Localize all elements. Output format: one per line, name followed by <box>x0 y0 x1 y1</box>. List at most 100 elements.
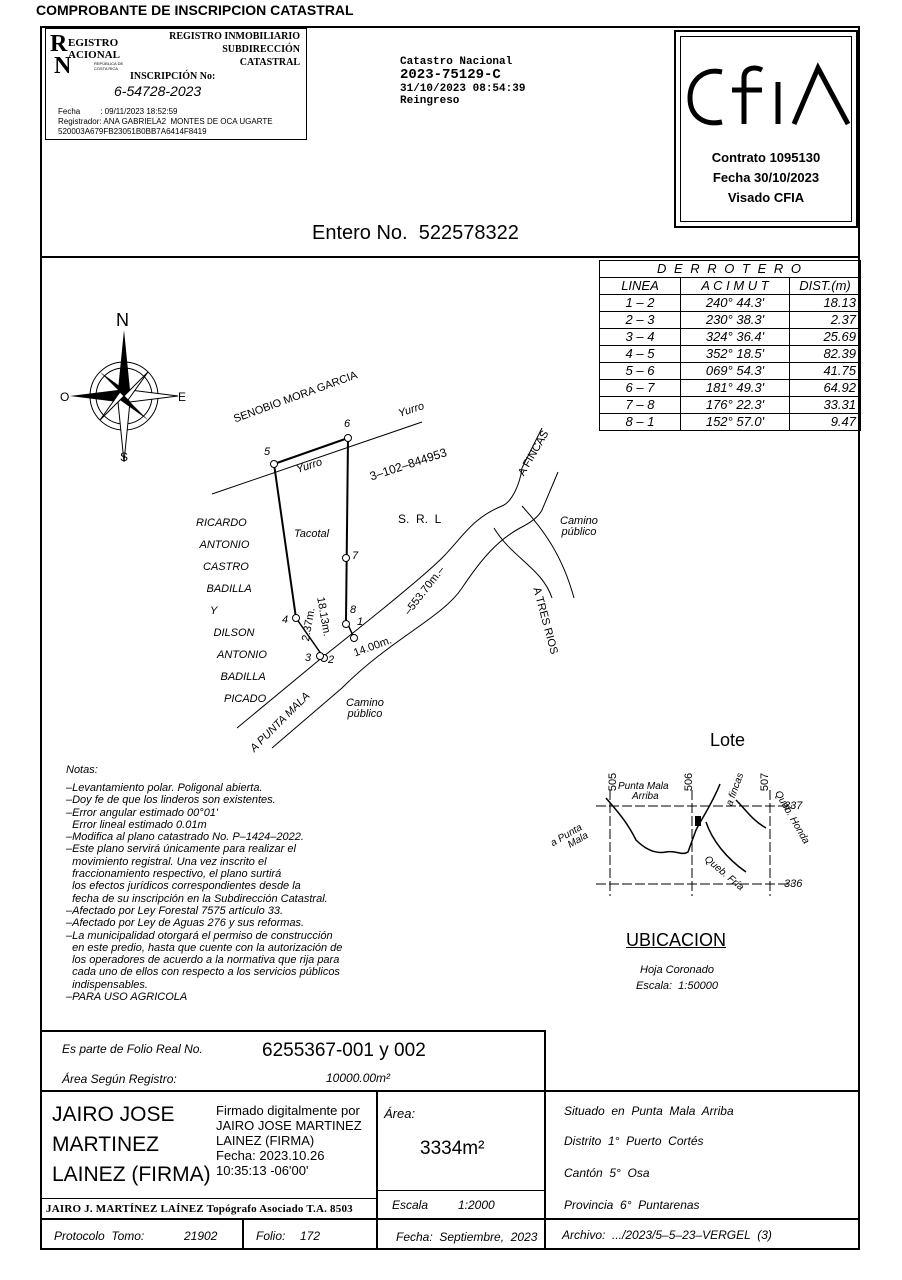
neighbor-west-line: CASTRO <box>203 561 249 573</box>
derrotero-cell: 82.39 <box>789 345 861 363</box>
map-grid-337: 337 <box>784 800 803 812</box>
hoja-label: Hoja Coronado <box>640 964 714 976</box>
compass-n: N <box>116 310 129 330</box>
cfia-fecha: Fecha 30/10/2023 <box>712 170 820 185</box>
point-label: 6 <box>344 418 351 430</box>
point-label: 3 <box>305 652 312 664</box>
neighbor-west-line: Y <box>210 605 218 617</box>
fecha-footer: Fecha: Septiembre, 2023 <box>396 1230 538 1244</box>
neighbor-west-line: BADILLA <box>206 583 252 595</box>
area-value: 3334m² <box>420 1138 485 1159</box>
neighbor-west-line: PICADO <box>224 693 267 705</box>
protocolo-label: Protocolo Tomo: <box>54 1229 145 1243</box>
catastro-status: Reingreso <box>400 95 460 107</box>
derrotero-cell: 3 – 4 <box>599 328 681 346</box>
folio-footer-label: Folio: <box>256 1229 286 1243</box>
point-label: 1 <box>357 616 364 628</box>
derrotero-title: D E R R O T E R O <box>599 260 861 278</box>
map-punta-mala-label: Punta Mala <box>618 781 669 792</box>
signer-name-line: MARTINEZ <box>52 1133 159 1156</box>
camino-label: Camino <box>560 515 598 527</box>
sig-line: JAIRO JOSE MARTINEZ <box>216 1118 362 1133</box>
area-label: Área: <box>384 1106 416 1121</box>
svg-text:R: R <box>50 31 68 57</box>
publico-label: público <box>347 708 383 720</box>
canton: Cantón 5° Osa <box>564 1166 650 1180</box>
situado: Situado en Punta Mala Arriba <box>564 1104 734 1118</box>
derrotero-cell: 33.31 <box>789 396 861 414</box>
derrotero-cell: 352° 18.5' <box>680 345 790 363</box>
logo-line1: EGISTRO <box>68 37 119 49</box>
main-frame <box>40 26 860 1250</box>
digital-signature: Firmado digitalmente por JAIRO JOSE MART… <box>216 1103 362 1178</box>
signer-name-line: JAIRO JOSE <box>52 1103 175 1126</box>
cfia-visado: Visado CFIA <box>727 190 805 205</box>
derrotero-cell: 6 – 7 <box>599 379 681 397</box>
derrotero-cell: 152° 57.0' <box>680 413 790 431</box>
lote-label: Lote <box>710 730 746 750</box>
sig-line: LAINEZ (FIRMA) <box>216 1133 315 1148</box>
company-srl: S. R. L <box>398 512 442 526</box>
divider-escala <box>376 1190 546 1191</box>
neighbor-west-line: RICARDO <box>196 517 247 529</box>
stamp-fecha: Fecha : 09/11/2023 18:52:59 <box>58 107 178 116</box>
derrotero-cell: 2.37 <box>789 311 861 329</box>
sig-line: Fecha: 2023.10.26 <box>216 1148 325 1163</box>
ubicacion-title: UBICACION <box>626 930 727 950</box>
escala-label: Escala <box>392 1198 429 1212</box>
cfia-contrato: Contrato 1095130 <box>711 150 821 165</box>
notes-list: –Levantamiento polar. Poligonal abierta.… <box>66 782 343 1004</box>
stamp-registrador: Registrador: ANA GABRIELA2 MONTES DE OCA… <box>58 117 273 126</box>
point-label: 5 <box>264 446 271 458</box>
catastro-line1: Catastro Nacional <box>400 56 513 68</box>
map-grid-507: 507 <box>759 772 772 792</box>
compass-s: S <box>120 450 129 464</box>
area-registro-value: 10000.00m² <box>326 1071 391 1085</box>
divider-vertical-right <box>544 1030 546 1250</box>
distrito: Distrito 1° Puerto Cortés <box>564 1134 704 1148</box>
divider-vertical-mid <box>376 1090 378 1250</box>
protocolo-value: 21902 <box>184 1229 218 1243</box>
stamp-hash: 520003A679FB23051B0BB7A6414F8419 <box>58 127 207 136</box>
inscripcion-number: 6-54728-2023 <box>114 83 202 99</box>
escala-value: 1:2000 <box>458 1198 495 1212</box>
map-arriba-label: Arriba <box>632 791 659 802</box>
logo-small: REPÚBLICA DE COSTA RICA <box>94 61 124 71</box>
map-grid-506: 506 <box>683 772 696 792</box>
signer-name: JAIRO JOSE MARTINEZ LAINEZ (FIRMA) <box>52 1100 211 1190</box>
derrotero-cell: 240° 44.3' <box>680 294 790 312</box>
point-label: 2 <box>328 654 335 666</box>
cfia-logo <box>687 62 851 126</box>
divider-vertical-footer <box>242 1218 244 1250</box>
sig-line: Firmado digitalmente por <box>216 1103 360 1118</box>
folio-footer-value: 172 <box>300 1229 321 1243</box>
point-label: 4 <box>282 614 289 626</box>
derrotero-cell: 5 – 6 <box>599 362 681 380</box>
neighbor-west-line: ANTONIO <box>199 539 250 551</box>
location-map <box>596 783 792 896</box>
point-label: 7 <box>352 550 359 562</box>
derrotero-table: D E R R O T E R O LINEA A C I M U T DIST… <box>599 260 861 431</box>
registro-nacional-logo: R N <box>50 31 72 75</box>
catastro-block: Catastro Nacional 2023-75129-C 31/10/202… <box>400 56 525 107</box>
point-label: 8 <box>350 604 357 616</box>
survey-plan-drawing <box>70 330 575 749</box>
publico-label: público <box>561 526 597 538</box>
tacotal-label: Tacotal <box>294 528 330 540</box>
divider-lower <box>40 1090 860 1092</box>
map-grid-336: 336 <box>784 878 803 890</box>
registry-stamp: R N EGISTRO ACIONAL REPÚBLICA DE COSTA R… <box>45 28 307 140</box>
org-line2: SUBDIRECCIÓN <box>222 44 300 55</box>
camino-label: Camino <box>346 697 384 709</box>
sig-line: 10:35:13 -06'00' <box>216 1163 309 1178</box>
neighbor-west-line: DILSON <box>213 627 255 639</box>
topografo-line: JAIRO J. MARTÍNEZ LAÍNEZ Topógrafo Asoci… <box>46 1203 353 1215</box>
compass-rose-icon <box>70 330 179 463</box>
